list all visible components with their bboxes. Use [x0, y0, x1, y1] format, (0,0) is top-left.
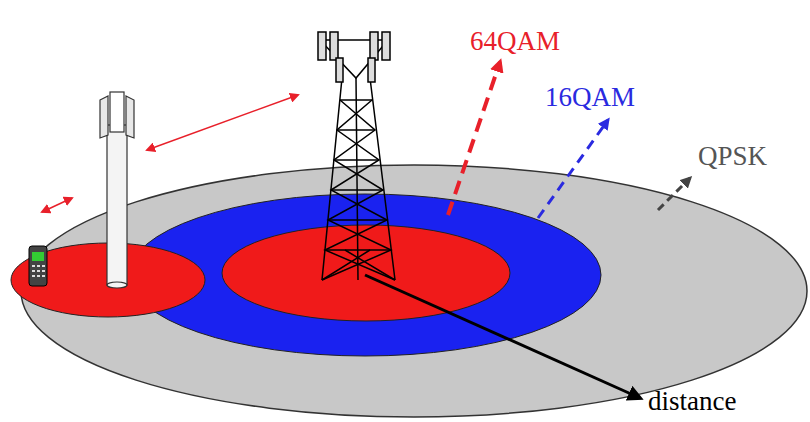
leader-line	[538, 120, 608, 218]
axis-label: distance	[648, 388, 736, 415]
modulation-label: QPSK	[698, 143, 767, 170]
relay-station	[100, 92, 134, 288]
link-arrow	[147, 95, 298, 150]
leader-line	[448, 62, 500, 215]
leader-line	[658, 178, 690, 210]
base-station-tower	[318, 32, 395, 280]
distance-arrow	[365, 275, 640, 398]
mobile-phone	[29, 246, 47, 286]
64qam-region	[222, 225, 510, 321]
modulation-label: 64QAM	[470, 28, 560, 55]
modulation-label: 16QAM	[545, 84, 635, 111]
link-arrow	[42, 198, 72, 212]
